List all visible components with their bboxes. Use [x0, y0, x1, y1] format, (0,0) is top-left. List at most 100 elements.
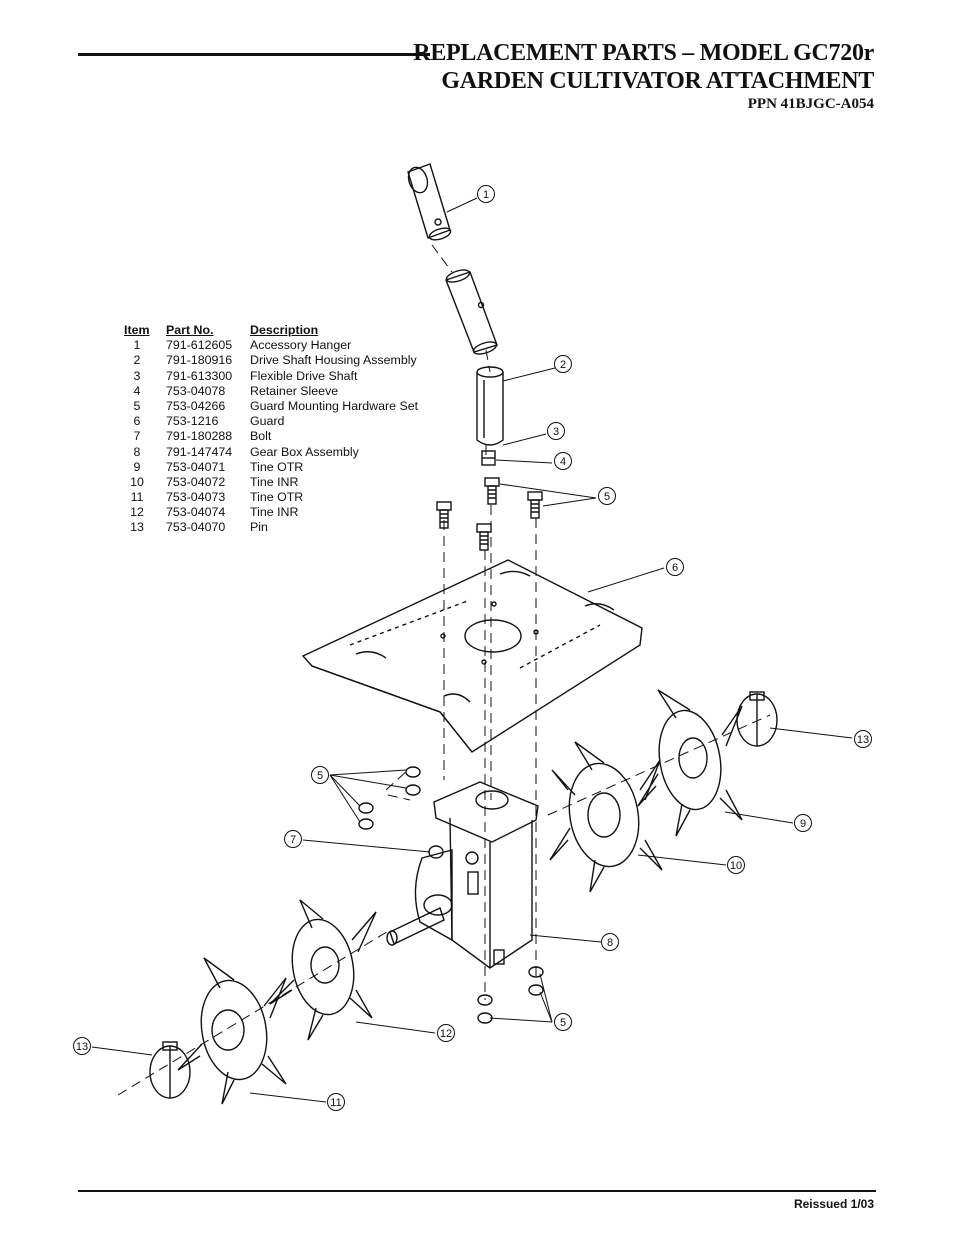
description-column-header: Description — [250, 323, 319, 337]
tine-inner-right — [549, 741, 663, 893]
item-cell: 12 — [130, 505, 144, 520]
part-no-cell: 791-180916 — [166, 353, 233, 368]
description-cell: Bolt — [250, 429, 272, 444]
description-cell: Pin — [250, 520, 268, 535]
part-no-cell: 791-180288 — [166, 429, 233, 444]
part-no-cell: 753-04071 — [166, 459, 226, 474]
description-cell: Flexible Drive Shaft — [250, 368, 358, 383]
callout-2: 2 — [554, 355, 572, 373]
callout-7: 7 — [284, 830, 302, 848]
item-column-header: Item — [124, 323, 150, 337]
callout-number: 4 — [560, 456, 566, 468]
callout-13: 13 — [73, 1037, 91, 1055]
callout-10: 10 — [727, 856, 745, 874]
item-cell: 7 — [133, 429, 141, 444]
callout-3: 3 — [547, 422, 565, 440]
description-cell: Gear Box Assembly — [250, 444, 359, 459]
callout-number: 6 — [672, 562, 678, 574]
callout-11: 11 — [327, 1093, 345, 1111]
item-cell: 11 — [130, 490, 144, 505]
guard-plate — [301, 559, 643, 753]
tine-outer-left — [177, 957, 287, 1105]
callout-number: 13 — [857, 734, 869, 746]
callout-6: 6 — [666, 558, 684, 576]
callout-5: 5 — [554, 1013, 572, 1031]
item-cell: 8 — [133, 444, 141, 459]
callout-5: 5 — [598, 487, 616, 505]
description-cell: Guard Mounting Hardware Set — [250, 398, 419, 413]
item-cell: 3 — [133, 368, 141, 383]
gear-box-bolt — [428, 845, 479, 865]
part-no-cell: 791-612605 — [166, 338, 233, 353]
callout-13: 13 — [854, 730, 872, 748]
part-no-cell: 753-04073 — [166, 490, 226, 505]
part-no-cell: 753-04266 — [166, 398, 226, 413]
callout-number: 10 — [730, 860, 742, 872]
description-cell: Retainer Sleeve — [250, 383, 339, 398]
retainer-sleeve — [481, 450, 496, 466]
gear-box — [386, 781, 539, 969]
leader-lines — [91, 197, 853, 1103]
header-rule — [78, 53, 430, 56]
callout-number: 7 — [290, 834, 296, 846]
callout-number: 5 — [604, 491, 610, 503]
part-no-cell: 753-04072 — [166, 474, 226, 489]
part-no-cell: 753-04074 — [166, 505, 226, 520]
callout-9: 9 — [794, 814, 812, 832]
callout-number: 5 — [317, 770, 323, 782]
callout-number: 8 — [607, 937, 613, 949]
guard-bolts — [436, 477, 543, 551]
item-cell: 10 — [130, 474, 144, 489]
callout-5: 5 — [311, 766, 329, 784]
page-title: REPLACEMENT PARTS – MODEL GC720r — [413, 40, 874, 66]
callout-8: 8 — [601, 933, 619, 951]
item-cell: 4 — [133, 383, 141, 398]
callout-12: 12 — [437, 1024, 455, 1042]
centerlines — [117, 244, 771, 1096]
accessory-hanger — [407, 163, 452, 241]
callout-number: 11 — [330, 1097, 341, 1109]
description-cell: Accessory Hanger — [250, 338, 352, 353]
callout-number: 2 — [560, 359, 566, 371]
part-no-cell: 791-613300 — [166, 368, 233, 383]
part-no-column-header: Part No. — [166, 323, 214, 337]
part-no-cell: 753-04078 — [166, 383, 226, 398]
hanger-sleeve — [445, 269, 498, 355]
item-cell: 2 — [133, 353, 141, 368]
footer-rule — [78, 1190, 876, 1192]
item-cell: 1 — [133, 338, 141, 353]
item-cell: 9 — [133, 459, 141, 474]
callout-number: 13 — [76, 1041, 88, 1053]
description-cell: Tine OTR — [250, 490, 304, 505]
pin-left — [149, 1041, 191, 1099]
tine-outer-right — [637, 689, 743, 837]
callout-number: 5 — [560, 1017, 566, 1029]
page-subtitle: GARDEN CULTIVATOR ATTACHMENT — [441, 68, 874, 94]
item-cell: 6 — [133, 414, 141, 429]
tine-inner-left — [269, 899, 377, 1041]
item-cell: 5 — [133, 398, 141, 413]
part-no-cell: 791-147474 — [166, 444, 233, 459]
description-cell: Tine INR — [250, 505, 299, 520]
description-cell: Guard — [250, 414, 285, 429]
drive-shaft-housing — [476, 366, 504, 446]
callout-number: 9 — [800, 818, 806, 830]
hardware-nuts — [358, 766, 544, 1024]
callout-1: 1 — [477, 185, 495, 203]
reissue-note: Reissued 1/03 — [793, 1197, 874, 1211]
part-no-cell: 753-1216 — [166, 414, 219, 429]
part-no-cell: 753-04070 — [166, 520, 226, 535]
description-cell: Tine OTR — [250, 459, 304, 474]
pin-right — [736, 691, 778, 747]
ppn-label: PPN 41BJGC-A054 — [747, 96, 874, 112]
callout-4: 4 — [554, 452, 572, 470]
description-cell: Tine INR — [250, 474, 299, 489]
item-cell: 13 — [130, 520, 144, 535]
callout-number: 3 — [553, 426, 559, 438]
description-cell: Drive Shaft Housing Assembly — [250, 353, 417, 368]
callout-number: 12 — [440, 1028, 452, 1040]
callout-number: 1 — [483, 189, 489, 201]
